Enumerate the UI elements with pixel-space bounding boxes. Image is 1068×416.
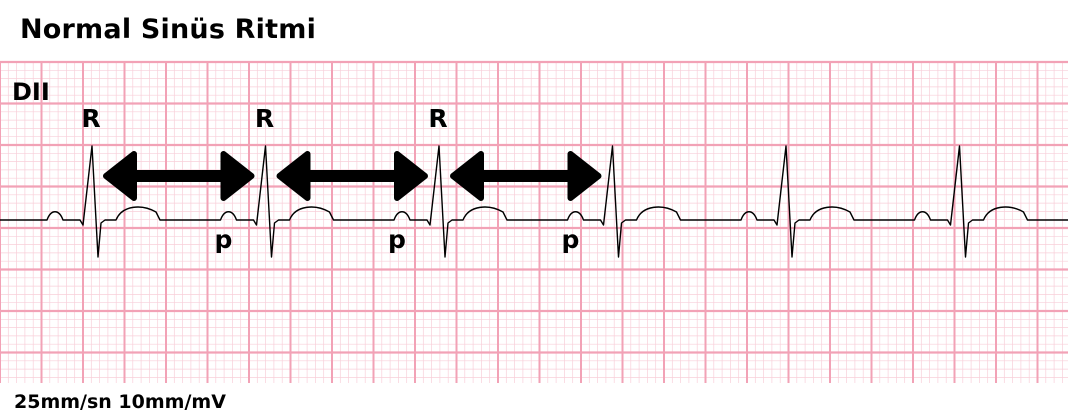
- ecg-annotations: Rp Rp Rp: [81, 104, 602, 254]
- ecg-grid-major: [0, 60, 1068, 383]
- p-wave-label: p: [215, 225, 233, 254]
- ecg-trace: [0, 145, 1068, 258]
- rr-interval-arrow: [276, 151, 428, 201]
- p-wave-label: p: [388, 225, 406, 254]
- lead-label: DII: [12, 78, 50, 106]
- r-wave-label: R: [428, 104, 447, 133]
- r-wave-label: R: [81, 104, 100, 133]
- rr-interval-arrow: [103, 151, 255, 201]
- page-title: Normal Sinüs Ritmi: [20, 14, 317, 45]
- rr-interval-arrow: [450, 151, 602, 201]
- r-wave-label: R: [255, 104, 274, 133]
- p-wave-label: p: [562, 225, 580, 254]
- ecg-grid-minor: [0, 61, 1068, 383]
- calibration-label: 25mm/sn 10mm/mV: [14, 391, 226, 413]
